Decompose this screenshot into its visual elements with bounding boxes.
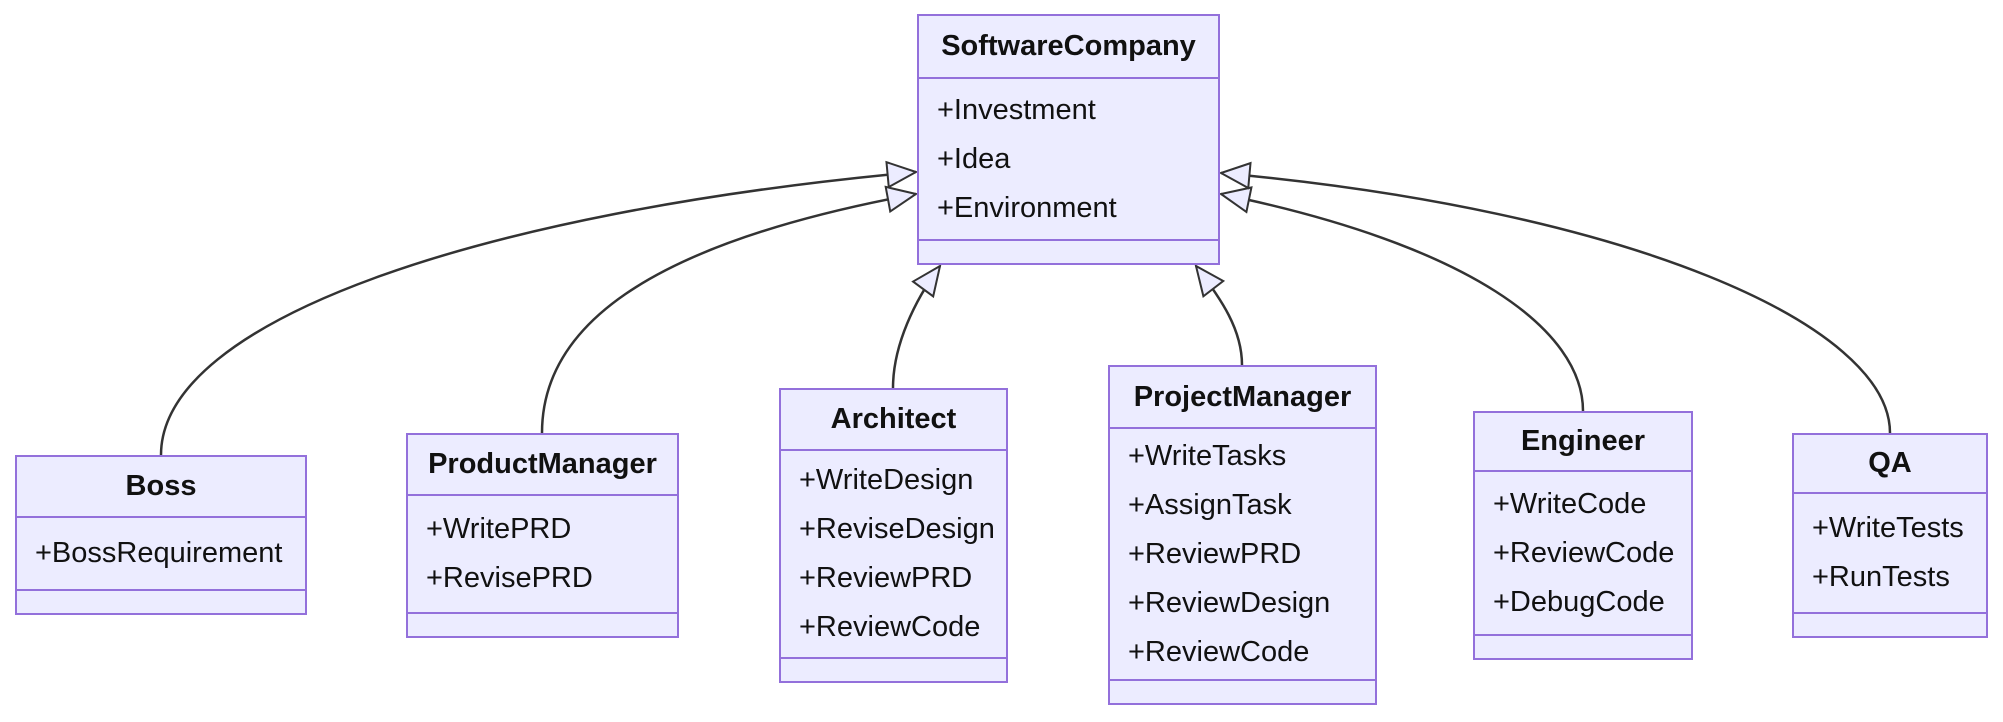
class-methods-empty [1475,636,1691,658]
class-methods-empty [1794,614,1986,636]
inheritance-edge-QA-to-SoftwareCompany [1221,173,1892,434]
class-node-Engineer: Engineer +WriteCode +ReviewCode +DebugCode [1473,411,1693,660]
class-attribute: +ReviewCode [1128,635,1310,668]
class-attribute: +Environment [937,191,1117,224]
class-name: ProductManager [408,435,677,496]
class-attribute: +WriteDesign [799,464,974,496]
class-name: SoftwareCompany [919,16,1218,79]
class-node-ProductManager: ProductManager +WritePRD +RevisePRD [406,433,679,638]
class-node-Architect: Architect +WriteDesign +ReviseDesign +Revi… [779,388,1008,683]
class-attributes: +WritePRD +RevisePRD [408,496,677,614]
class-attribute: +ReviewPRD [799,562,973,594]
class-attribute: +WriteTests [1812,512,1964,544]
class-attribute: +RunTests [1812,561,1950,593]
class-node-Boss: Boss +BossRequirement [15,455,307,615]
inheritance-edge-ProductManager-to-SoftwareCompany [540,194,916,434]
inheritance-edge-Boss-to-SoftwareCompany [159,172,916,456]
inheritance-edge-Engineer-to-SoftwareCompany [1221,194,1585,412]
class-attribute: +ReviewCode [799,611,981,643]
class-attribute: +Investment [937,93,1096,126]
class-node-ProjectManager: ProjectManager +WriteTasks +AssignTask +Re… [1108,365,1377,705]
class-attribute: +ReviseDesign [799,513,995,545]
class-node-QA: QA +WriteTests +RunTests [1792,433,1988,638]
class-node-SoftwareCompany: SoftwareCompany +Investment +Idea +Environ… [917,14,1220,265]
inheritance-edge-ProjectManager-to-SoftwareCompany [1196,266,1244,366]
class-methods-empty [17,591,305,613]
class-name: Engineer [1475,413,1691,472]
inheritance-edge-Architect-to-SoftwareCompany [891,266,940,389]
class-attribute: +BossRequirement [35,537,283,569]
class-attributes: +WriteCode +ReviewCode +DebugCode [1475,472,1691,636]
class-methods-empty [408,614,677,636]
class-methods-empty [781,659,1006,681]
class-attribute: +ReviewCode [1493,536,1675,569]
class-attributes: +Investment +Idea +Environment [919,79,1218,241]
class-attribute: +ReviewDesign [1128,586,1331,619]
class-attributes: +WriteTasks +AssignTask +ReviewPRD +ReviewD… [1110,429,1375,681]
class-attribute: +Idea [937,142,1011,175]
class-attributes: +WriteTests +RunTests [1794,494,1986,614]
class-attributes: +BossRequirement [17,518,305,591]
class-name: ProjectManager [1110,367,1375,429]
class-methods-empty [919,241,1218,263]
class-attribute: +AssignTask [1128,488,1292,521]
class-attribute: +WritePRD [426,513,572,545]
class-attribute: +WriteCode [1493,487,1647,520]
class-attribute: +WriteTasks [1128,439,1287,472]
class-name: Architect [781,390,1006,451]
class-attribute: +ReviewPRD [1128,537,1302,570]
class-name: Boss [17,457,305,518]
class-attribute: +DebugCode [1493,585,1665,618]
class-name: QA [1794,435,1986,494]
class-methods-empty [1110,681,1375,703]
class-attribute: +RevisePRD [426,562,593,594]
class-attributes: +WriteDesign +ReviseDesign +ReviewPRD +Revi… [781,451,1006,659]
